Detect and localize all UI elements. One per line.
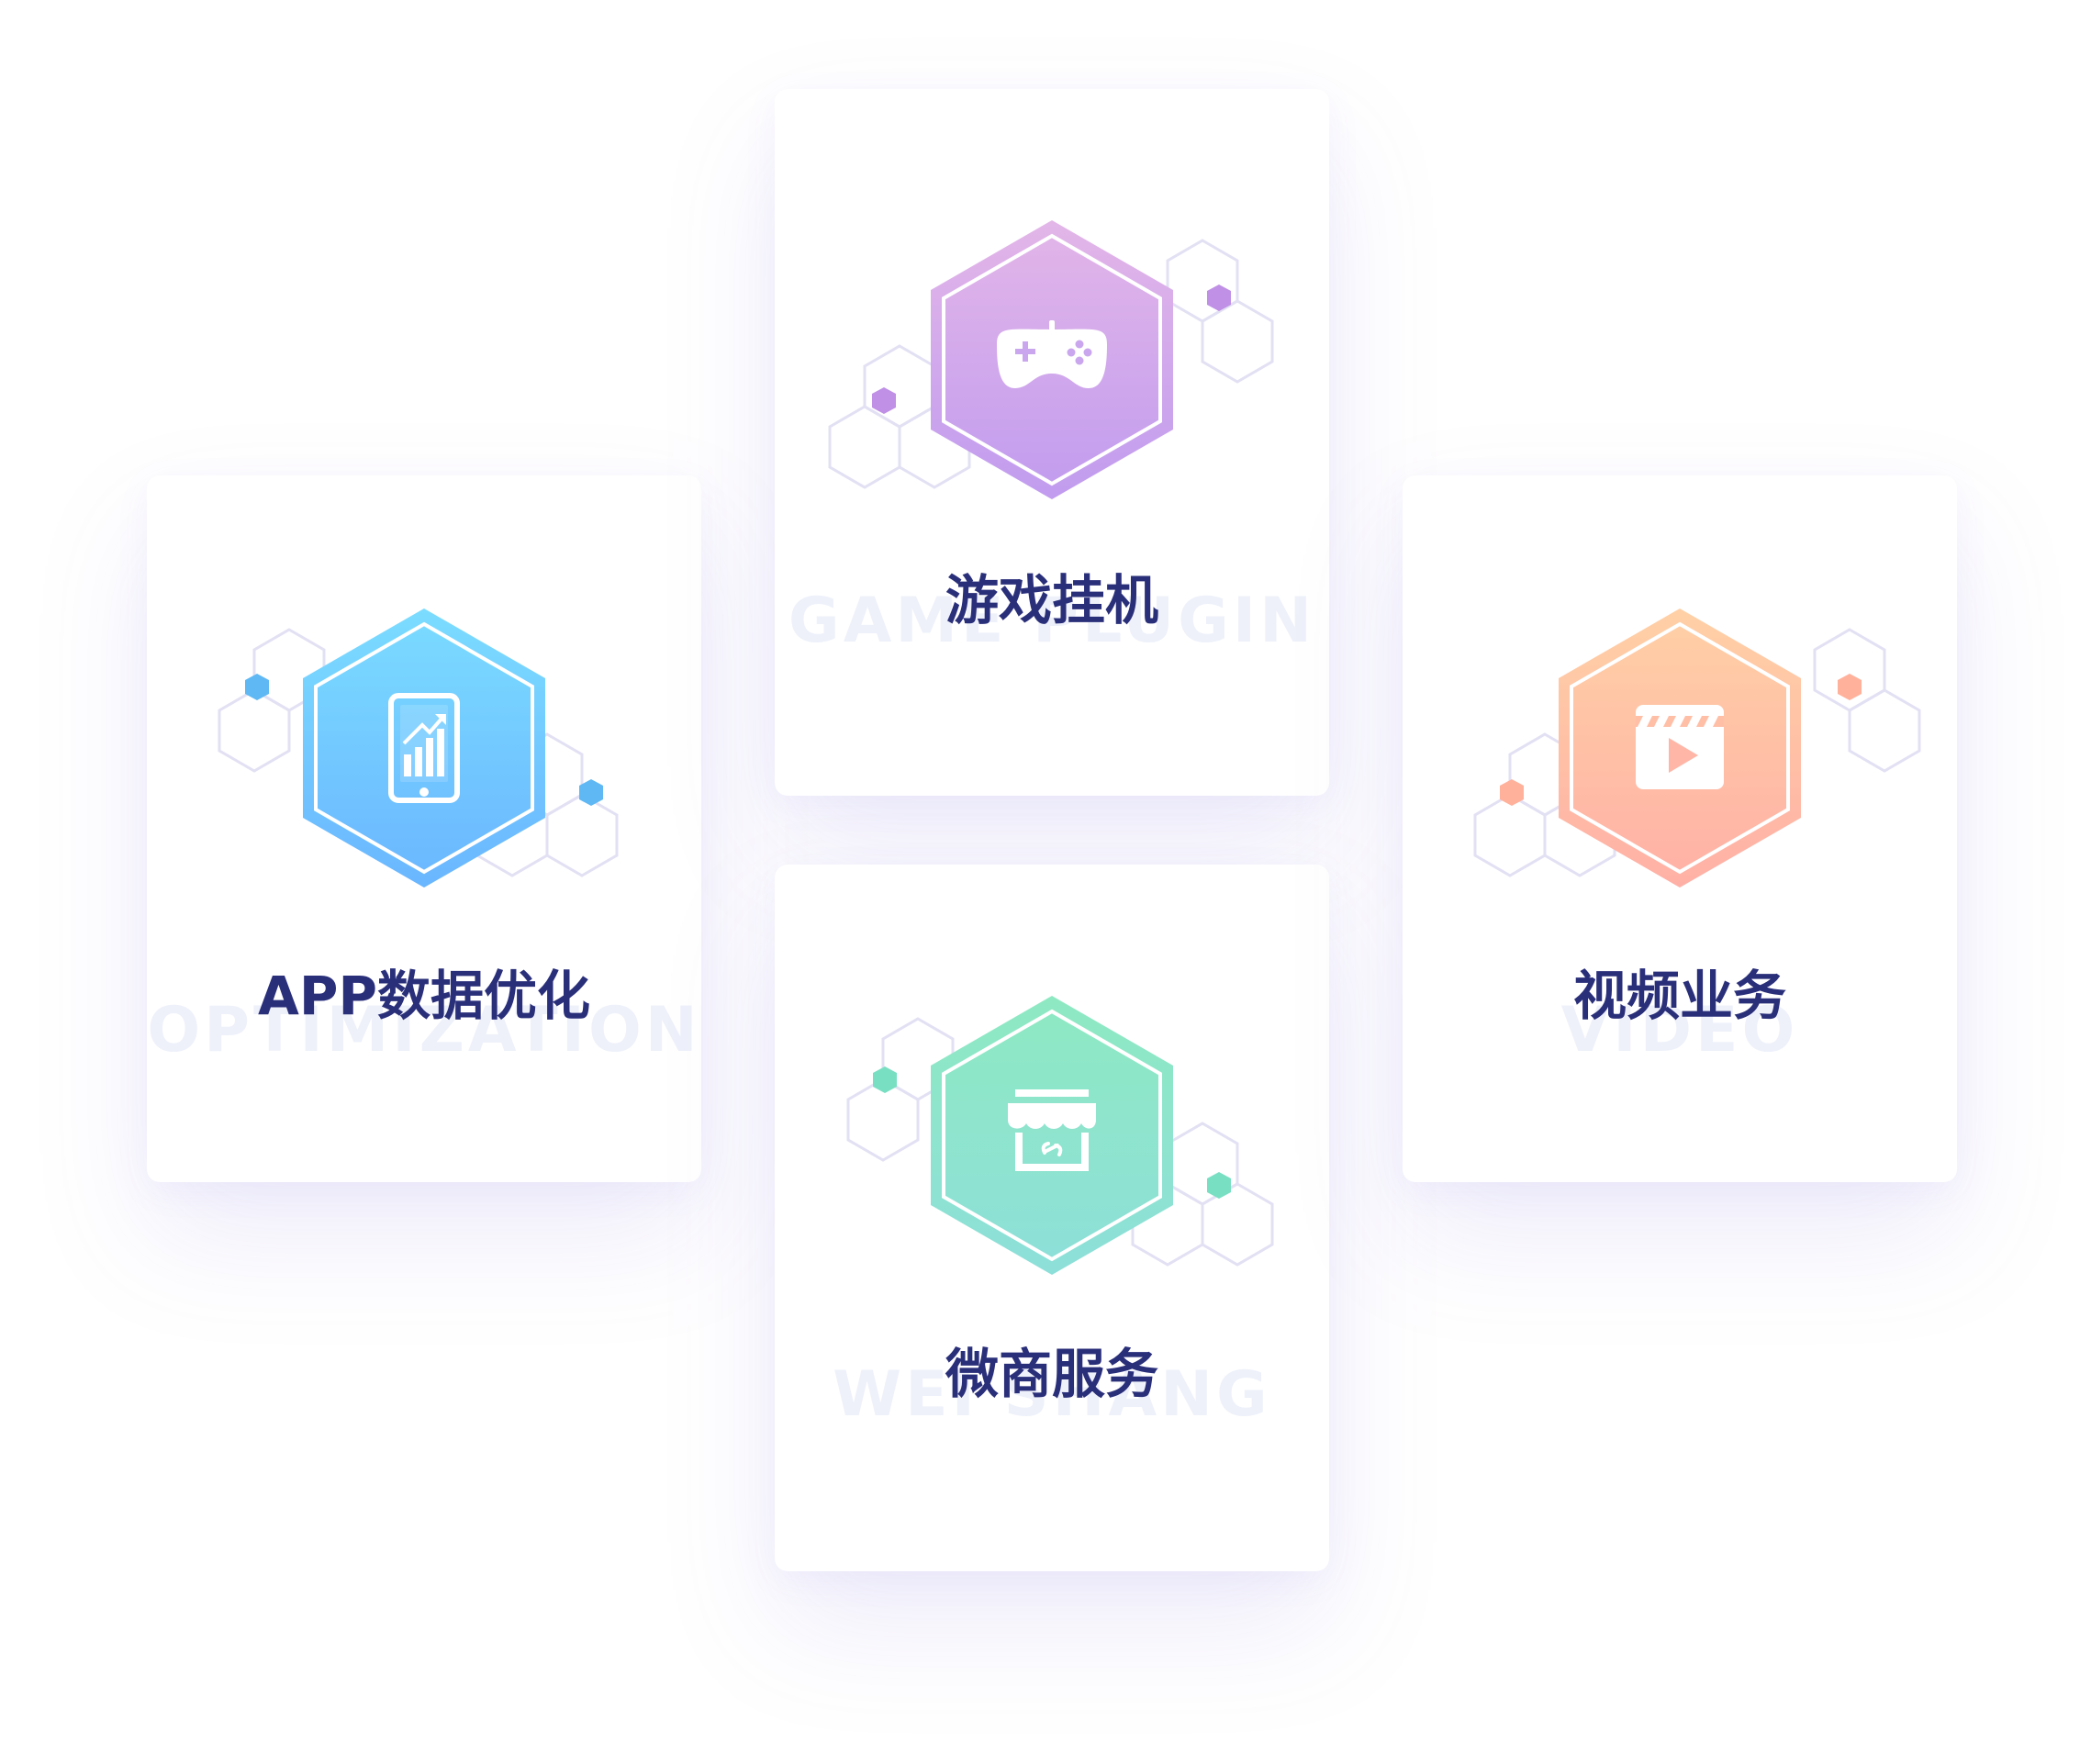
accent-hexagon	[1500, 779, 1524, 806]
hexagon-badge-inner-ring	[942, 233, 1162, 486]
accent-hexagon	[1207, 285, 1231, 311]
card-background-text: WEI SHANG	[833, 1358, 1271, 1431]
accent-hexagon	[873, 1066, 897, 1093]
hexagon-badge-inner-ring	[314, 621, 534, 875]
card-illustration	[828, 220, 1274, 499]
storefront-icon	[1008, 1089, 1096, 1171]
card-title: APP数据优化	[258, 965, 590, 1027]
video-clapper-icon	[1636, 705, 1724, 789]
accent-hexagon	[1838, 674, 1862, 700]
hexagon-badge-inner-ring	[1570, 621, 1790, 875]
phone-chart-icon	[388, 693, 460, 803]
accent-hexagon	[245, 674, 269, 700]
accent-hexagon	[872, 387, 896, 414]
card-title: 视频业务	[1572, 965, 1786, 1027]
card-wei-shang[interactable]: WEI SHANG 微商服务	[775, 865, 1329, 1571]
card-app-optimization[interactable]: OPTIMIZATION APP数据优化	[147, 475, 701, 1182]
hexagon-pattern	[846, 1017, 1274, 1267]
hexagon-badge	[931, 996, 1173, 1275]
card-game-plugin[interactable]: GAME PLUGIN 游戏挂机	[775, 89, 1329, 796]
card-background-text: VIDEO	[1560, 994, 1799, 1066]
accent-hexagon	[579, 779, 603, 806]
hexagon-badge	[303, 608, 545, 888]
gamepad-icon	[997, 320, 1107, 388]
card-illustration	[1473, 608, 1921, 888]
card-title: 游戏挂机	[945, 569, 1158, 631]
hexagon-badge-inner-ring	[942, 1009, 1162, 1262]
card-title: 微商服务	[945, 1343, 1158, 1405]
card-background-text: OPTIMIZATION	[147, 994, 701, 1066]
accent-hexagon	[1207, 1172, 1231, 1199]
card-illustration	[846, 996, 1274, 1275]
card-illustration	[218, 608, 619, 888]
card-background-text: GAME PLUGIN	[788, 585, 1316, 657]
card-video[interactable]: VIDEO 视频业务	[1403, 475, 1957, 1182]
